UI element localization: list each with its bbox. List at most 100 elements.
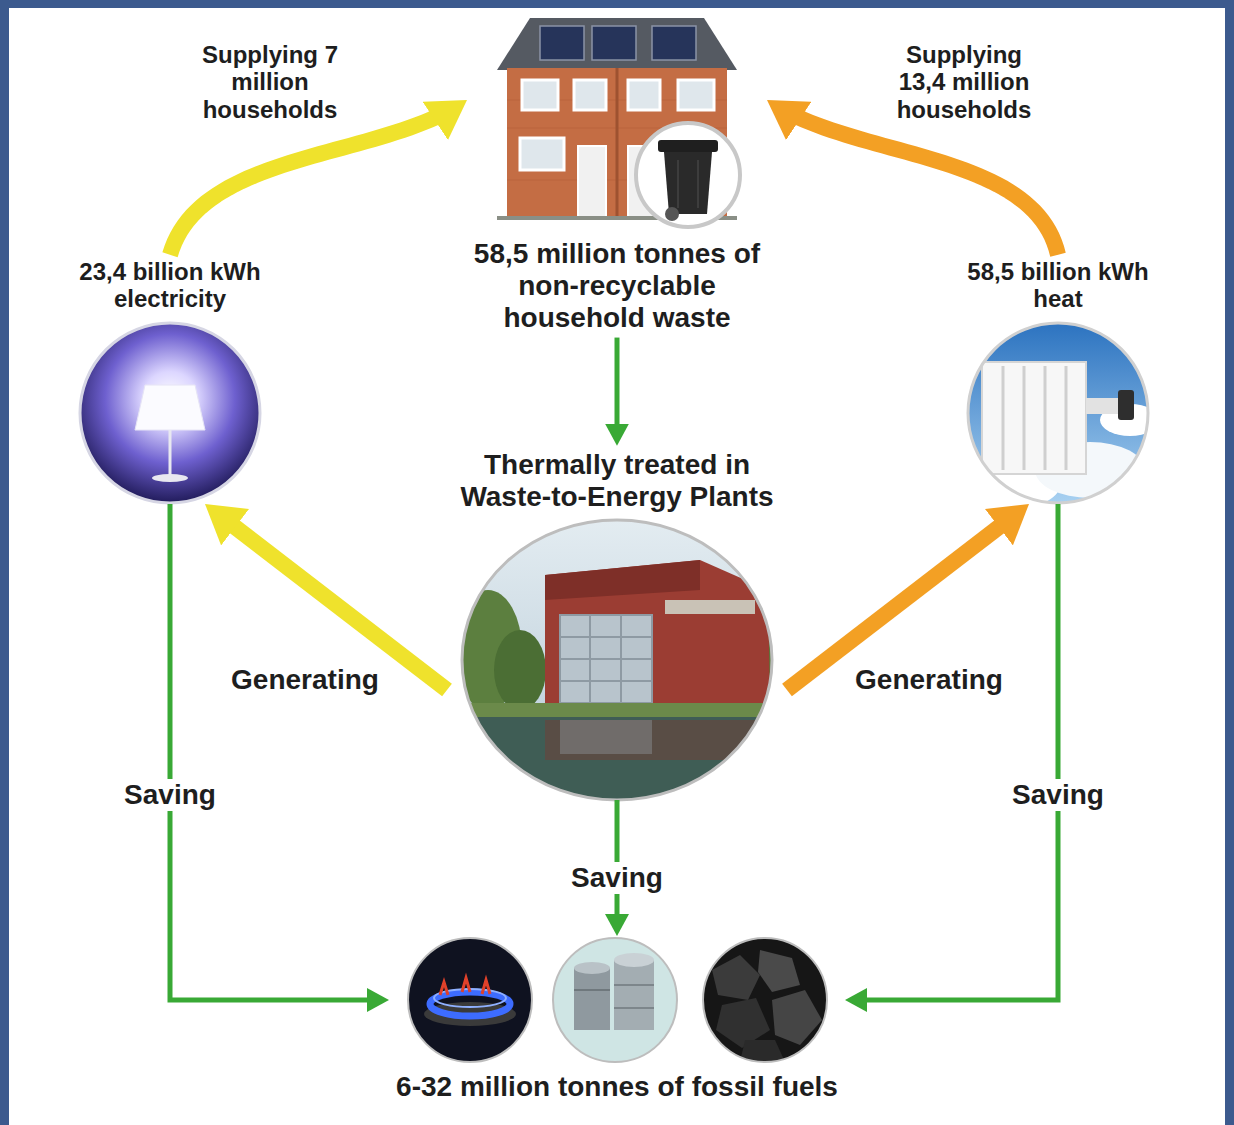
plant-illustration-part xyxy=(665,600,755,614)
house-illustration-part xyxy=(616,68,619,218)
plant-illustration-part xyxy=(494,630,546,710)
oil-drum-picture-part xyxy=(614,1007,654,1009)
generating-arrow xyxy=(787,504,1029,690)
lamp-illustration-part xyxy=(152,474,188,482)
house-illustration-part xyxy=(677,160,679,208)
edge-label: Supplying 7 million households xyxy=(191,41,349,124)
coal-picture xyxy=(703,938,827,1062)
plant-illustration-part xyxy=(462,717,772,807)
house-illustration-part xyxy=(665,207,679,221)
edge-label: Generating xyxy=(227,664,383,696)
oil-drum-picture-part xyxy=(574,989,610,991)
lamp-illustration xyxy=(80,323,260,503)
radiator-illustration-part xyxy=(1023,366,1026,470)
plant-illustration-part xyxy=(560,615,652,703)
radiator-illustration-part xyxy=(1044,366,1047,470)
picture-area xyxy=(943,322,1173,504)
plant-illustration-part xyxy=(620,615,622,703)
radiator-illustration-part xyxy=(982,362,1086,474)
fossil-fuel-illustration-part xyxy=(408,938,532,1062)
treatment-arrow xyxy=(615,338,620,446)
fossil-fuel-node: 6-32 million tonnes of fossil fuels xyxy=(389,936,845,1106)
house-illustration-part xyxy=(507,68,727,218)
plant-illustration xyxy=(454,520,775,807)
plant-illustration-part xyxy=(462,520,772,800)
node-caption: 58,5 million tonnes of non-recyclable ho… xyxy=(467,235,767,338)
electricity-node: 23,4 billion kWh electricity xyxy=(55,255,285,504)
node-caption: 23,4 billion kWh electricity xyxy=(55,255,285,316)
picture-area xyxy=(447,520,787,800)
house-illustration-part xyxy=(522,80,558,110)
oil-drum-picture-part xyxy=(614,960,654,1030)
plant-illustration-part xyxy=(560,658,652,660)
gas-flame-picture xyxy=(408,938,532,1062)
radiator-illustration-part xyxy=(968,323,1148,503)
house-illustration-part xyxy=(652,26,696,60)
house-illustration-part xyxy=(697,160,699,208)
house-illustration-part xyxy=(574,80,606,110)
plant-illustration xyxy=(454,520,775,807)
house-illustration xyxy=(497,18,740,227)
picture-area xyxy=(55,322,285,504)
radiator-illustration-part xyxy=(1065,366,1068,470)
edge-label: Generating xyxy=(851,664,1007,696)
waste-node: 58,5 million tonnes of non-recyclable ho… xyxy=(467,12,767,338)
house-illustration-part xyxy=(636,123,740,227)
plant-illustration-part xyxy=(589,615,591,703)
house-illustration-part xyxy=(592,26,636,60)
edge-label: Saving xyxy=(120,779,220,811)
page-frame-part xyxy=(0,0,9,1125)
edge-label: Saving xyxy=(1008,779,1108,811)
edge-label: Saving xyxy=(567,862,667,894)
radiator-illustration-part xyxy=(1002,366,1005,470)
house-illustration-part xyxy=(540,26,584,60)
house-illustration-part xyxy=(678,80,714,110)
fossil-fuel-illustration-part xyxy=(703,938,827,1062)
node-caption: Thermally treated in Waste-to-Energy Pla… xyxy=(447,446,787,516)
radiator-illustration-part xyxy=(1118,390,1134,420)
plant-node: Thermally treated in Waste-to-Energy Pla… xyxy=(447,446,787,800)
node-caption: 6-32 million tonnes of fossil fuels xyxy=(389,1068,845,1106)
heat-node: 58,5 billion kWh heat xyxy=(943,255,1173,504)
oil-drum-picture-part xyxy=(614,953,654,967)
oil-drum-picture xyxy=(553,938,677,1062)
coal-picture-part xyxy=(758,950,800,992)
plant-illustration-part xyxy=(462,703,772,717)
node-caption: 58,5 billion kWh heat xyxy=(951,255,1166,316)
coal-picture-part xyxy=(703,938,827,1062)
house-illustration-part xyxy=(658,140,718,152)
plant-illustration-part xyxy=(545,720,770,760)
plant-illustration-part xyxy=(545,560,770,708)
picture-area xyxy=(389,936,845,1064)
lamp-illustration-part xyxy=(169,430,172,476)
gas-flame-picture-part xyxy=(440,978,490,995)
radiator-illustration-part xyxy=(968,323,1148,503)
edge-label: Supplying 13,4 million households xyxy=(885,41,1043,124)
page-frame-part xyxy=(1225,0,1234,1125)
house-illustration-part xyxy=(628,80,660,110)
generating-arrow xyxy=(205,504,447,690)
house-illustration-part xyxy=(520,138,564,170)
plant-illustration-part xyxy=(545,560,700,600)
radiator-illustration xyxy=(940,323,1160,511)
plant-illustration-part xyxy=(560,680,652,682)
fossil-fuel-illustration-part xyxy=(553,938,677,1062)
plant-illustration-part xyxy=(462,520,772,800)
plant-illustration-part xyxy=(560,636,652,638)
radiator-illustration xyxy=(940,323,1160,511)
saving-arrow xyxy=(845,504,1058,1000)
lamp-illustration-part xyxy=(80,323,260,503)
saving-arrow xyxy=(170,504,389,1000)
oil-drum-picture-part xyxy=(574,968,610,1030)
coal-picture-part xyxy=(712,955,760,1000)
oil-drum-picture-part xyxy=(574,962,610,974)
house-illustration-part xyxy=(497,18,737,70)
oil-drum-picture-part xyxy=(614,984,654,986)
plant-illustration-part xyxy=(560,720,652,754)
fossil-fuel-illustration xyxy=(408,938,827,1062)
